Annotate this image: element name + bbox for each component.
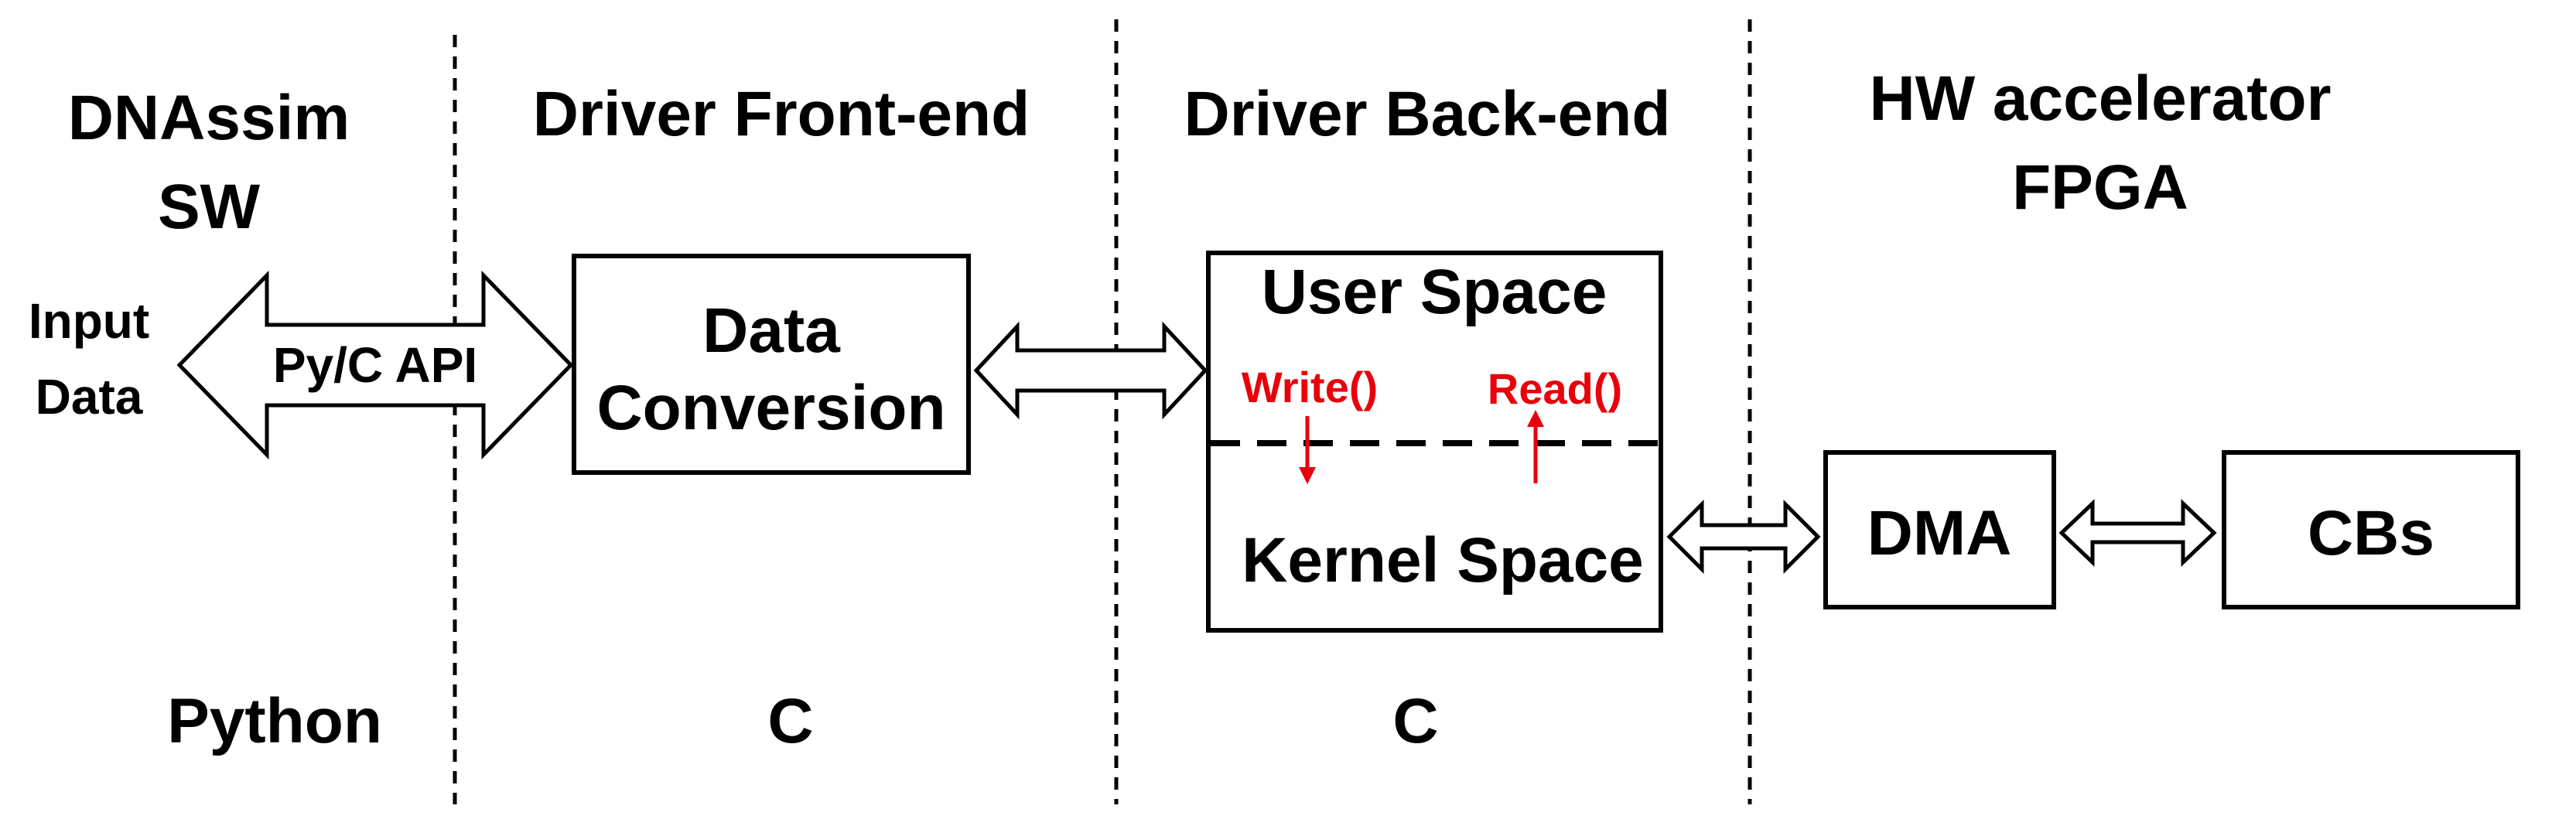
frontend-language: C [767,686,813,756]
read-arrow-head [1527,410,1544,427]
dma-label: DMA [1867,498,2012,568]
write-call-label: Write() [1242,363,1378,411]
kernel-dma-arrow [1666,499,1821,575]
sw-language: Python [167,686,382,756]
hw-title-line2: FPGA [2012,152,2188,223]
kernel-space-label: Kernel Space [1242,525,1644,596]
hw-title-line1: HW accelerator [1869,63,2331,134]
sw-title-line1: DNAssim [68,83,350,153]
data-conversion-box [572,254,971,475]
read-call-label: Read() [1488,364,1622,413]
dma-cbs-arrow [2058,499,2217,567]
frontend-backend-arrow [973,321,1208,420]
data-conversion-line2: Conversion [596,373,945,443]
user-space-label: User Space [1262,257,1607,327]
input-data-line2: Data [36,369,143,425]
dma-box [1823,450,2056,609]
input-data-line1: Input [29,293,149,349]
backend-language: C [1392,686,1438,756]
frontend-title: Driver Front-end [533,79,1030,149]
write-arrow-head [1299,467,1316,484]
cbs-box [2222,450,2520,609]
data-conversion-line1: Data [702,295,841,366]
sw-title-line2: SW [158,172,261,242]
cbs-label: CBs [2308,498,2434,568]
py-c-api-label: Py/C API [273,337,477,393]
backend-title: Driver Back-end [1184,79,1671,149]
py-c-api-arrow [176,270,574,460]
